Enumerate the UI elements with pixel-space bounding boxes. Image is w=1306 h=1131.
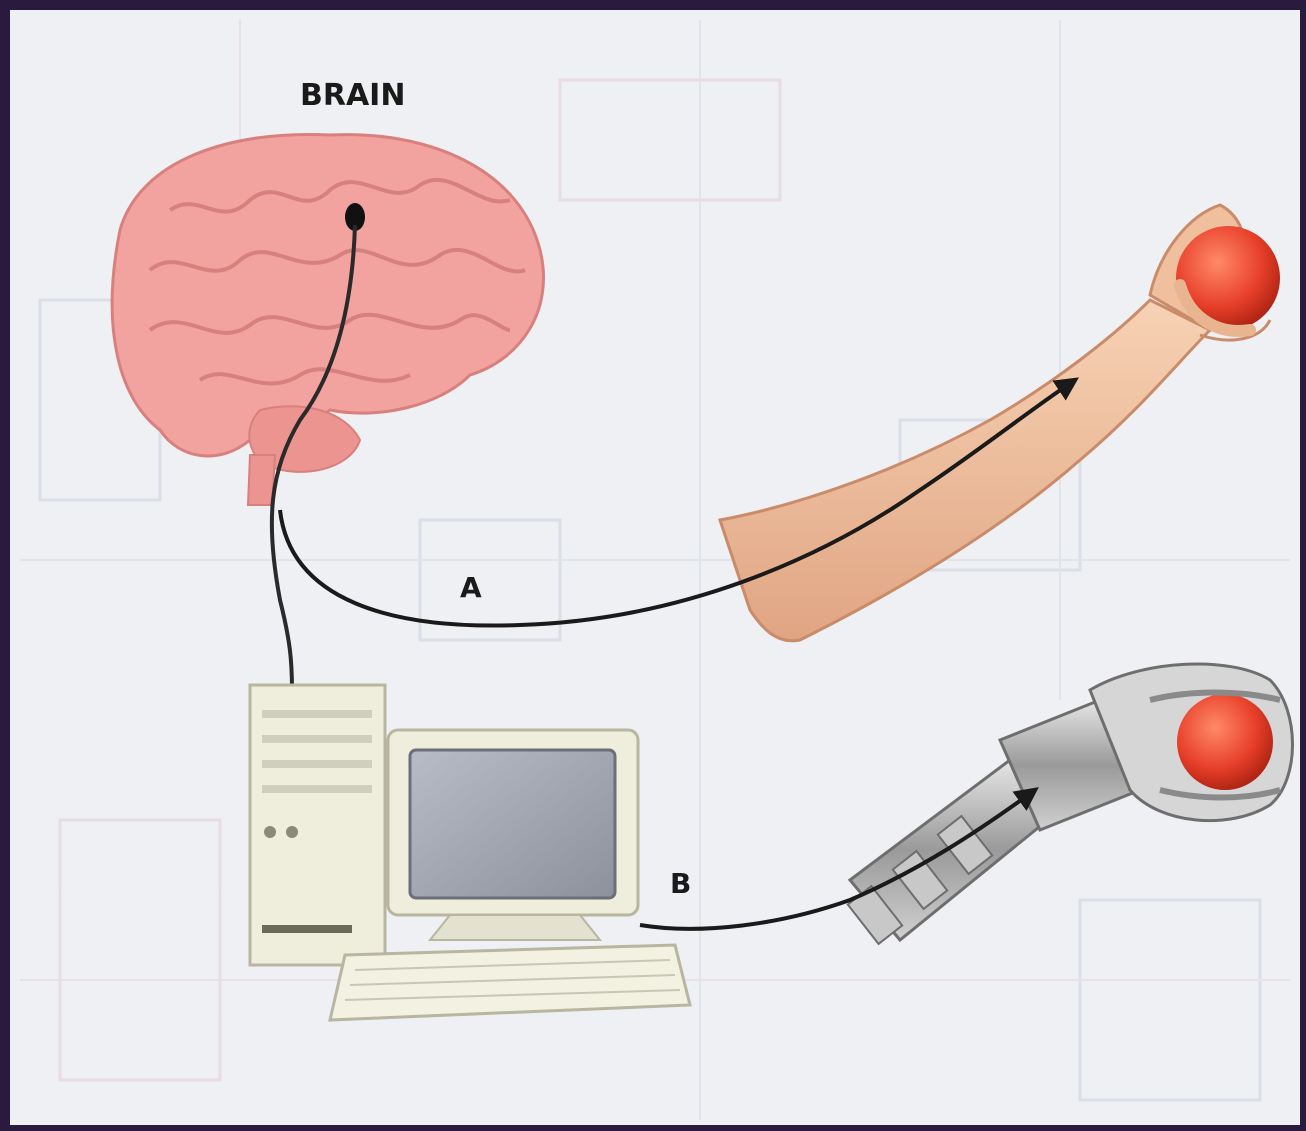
path-b-label: B (670, 867, 691, 900)
monitor-icon (388, 730, 638, 940)
keyboard-icon (330, 945, 690, 1020)
brain-label: BRAIN (300, 78, 405, 113)
path-a-label: A (460, 571, 482, 604)
robot-ball-icon (1177, 694, 1273, 790)
computer-tower-icon (250, 685, 385, 965)
